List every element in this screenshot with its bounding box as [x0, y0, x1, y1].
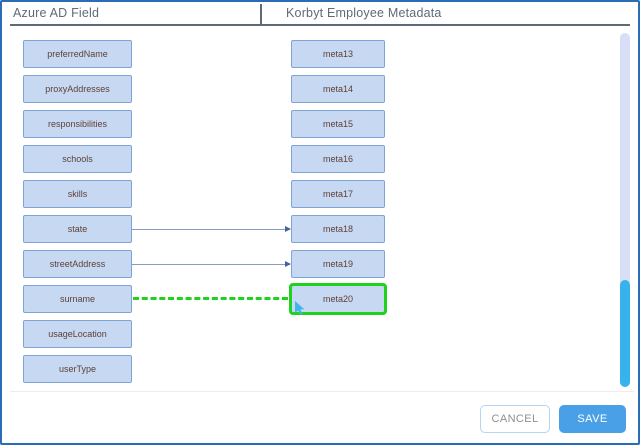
azure-column-title: Azure AD Field	[13, 6, 100, 20]
azure-field-surname[interactable]: surname	[23, 285, 132, 313]
cancel-button[interactable]: CANCEL	[480, 405, 550, 433]
footer-divider	[10, 391, 634, 392]
azure-field-proxyaddresses[interactable]: proxyAddresses	[23, 75, 132, 103]
save-button[interactable]: SAVE	[559, 405, 626, 433]
header-column-divider	[260, 4, 262, 24]
metadata-field-meta14[interactable]: meta14	[291, 75, 385, 103]
azure-fields-column: preferredName proxyAddresses responsibil…	[23, 40, 132, 383]
metadata-fields-column: meta13 meta14 meta15 meta16 meta17 meta1…	[289, 40, 387, 315]
azure-field-preferredname[interactable]: preferredName	[23, 40, 132, 68]
metadata-field-meta18[interactable]: meta18	[291, 215, 385, 243]
azure-field-usertype[interactable]: userType	[23, 355, 132, 383]
korbyt-column-title: Korbyt Employee Metadata	[286, 6, 442, 20]
azure-field-skills[interactable]: skills	[23, 180, 132, 208]
header-underline	[10, 24, 630, 26]
metadata-field-meta13[interactable]: meta13	[291, 40, 385, 68]
metadata-field-meta20-selected[interactable]: meta20	[289, 283, 387, 315]
azure-field-schools[interactable]: schools	[23, 145, 132, 173]
metadata-field-meta16[interactable]: meta16	[291, 145, 385, 173]
scrollbar-track[interactable]	[620, 33, 630, 387]
mouse-pointer-icon	[295, 301, 305, 315]
metadata-field-meta17[interactable]: meta17	[291, 180, 385, 208]
azure-field-usagelocation[interactable]: usageLocation	[23, 320, 132, 348]
metadata-field-meta19[interactable]: meta19	[291, 250, 385, 278]
azure-field-state[interactable]: state	[23, 215, 132, 243]
mapping-arrow-state-meta18	[132, 226, 291, 232]
metadata-field-meta15[interactable]: meta15	[291, 110, 385, 138]
azure-field-streetaddress[interactable]: streetAddress	[23, 250, 132, 278]
mapping-dashed-surname-meta20	[133, 297, 288, 300]
mapping-arrow-streetaddress-meta19	[132, 261, 291, 267]
scrollbar-thumb[interactable]	[620, 280, 630, 387]
azure-field-responsibilities[interactable]: responsibilities	[23, 110, 132, 138]
